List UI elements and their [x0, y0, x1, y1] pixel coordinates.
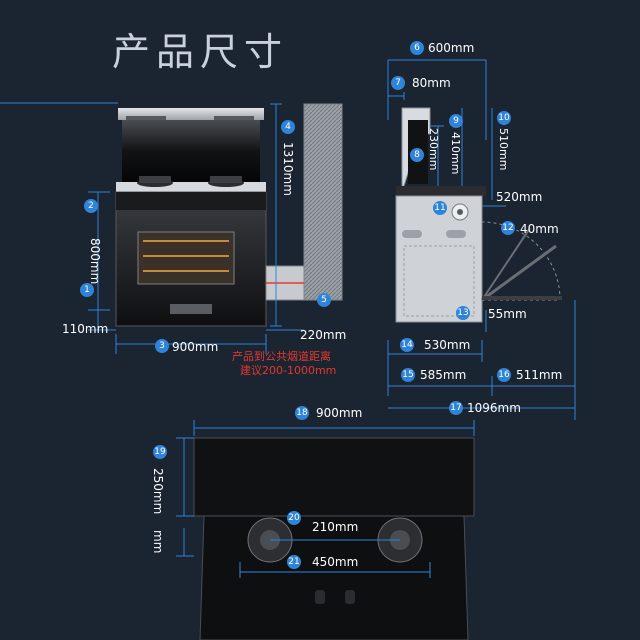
dim-17-label: 1096mm	[467, 401, 521, 415]
side-cabinet	[395, 195, 483, 323]
dim-14-label: 530mm	[424, 338, 470, 352]
badge-21: 21	[287, 555, 301, 569]
dim-21-label: 450mm	[312, 555, 358, 569]
dim-520-label: 520mm	[496, 190, 542, 204]
dim-18-label: 900mm	[316, 406, 362, 420]
svg-text:3: 3	[159, 341, 165, 351]
dim-2-label: 800mm	[88, 238, 102, 284]
badge-1: 1	[80, 283, 94, 297]
badge-16: 16	[497, 368, 511, 382]
dim-19b-label: mm	[151, 530, 165, 553]
badge-3: 3	[155, 339, 169, 353]
svg-text:6: 6	[414, 43, 420, 53]
front-dimension-lines	[0, 102, 304, 354]
dim-15-label: 585mm	[420, 368, 466, 382]
badge-6: 6	[410, 41, 424, 55]
front-view	[115, 108, 267, 327]
note-line-2: 建议200-1000mm	[240, 363, 336, 377]
dim-13-label: 55mm	[488, 307, 527, 321]
front-hood-panel	[122, 120, 260, 182]
side-hob	[396, 186, 486, 196]
top-view	[193, 437, 475, 640]
dim-7-label: 80mm	[412, 76, 451, 90]
svg-text:8: 8	[414, 150, 420, 160]
svg-text:21: 21	[288, 557, 299, 567]
badge-20: 20	[287, 511, 301, 525]
badge-7: 7	[391, 76, 405, 90]
badge-10: 10	[497, 111, 511, 125]
front-drawer-handle	[170, 304, 212, 314]
dim-6-label: 600mm	[428, 41, 474, 55]
badge-15: 15	[401, 368, 415, 382]
svg-text:16: 16	[498, 370, 510, 380]
badge-5: 5	[317, 293, 331, 307]
svg-text:17: 17	[450, 403, 461, 413]
badge-19: 19	[153, 445, 167, 459]
svg-text:5: 5	[321, 295, 327, 305]
svg-text:14: 14	[401, 340, 413, 350]
dim-8-label: 230mm	[427, 128, 440, 170]
badge-18: 18	[295, 406, 309, 420]
top-hood	[193, 437, 475, 517]
svg-text:18: 18	[296, 408, 308, 418]
svg-text:4: 4	[285, 122, 291, 132]
top-dimension-lines	[176, 420, 475, 578]
badge-2: 2	[84, 199, 98, 213]
badge-13: 13	[456, 306, 470, 320]
badge-14: 14	[400, 338, 414, 352]
page-title: 产品尺寸	[112, 30, 288, 74]
svg-text:7: 7	[395, 78, 401, 88]
flue-duct	[265, 103, 343, 301]
svg-text:13: 13	[457, 308, 468, 318]
badge-9: 9	[449, 114, 463, 128]
badge-17: 17	[449, 401, 463, 415]
dim-5-label: 220mm	[300, 328, 346, 342]
dim-19-label: 250mm	[151, 468, 165, 514]
side-view	[395, 107, 562, 323]
dim-9-label: 410mm	[449, 132, 462, 174]
note-line-1: 产品到公共烟道距离	[232, 349, 331, 363]
dim-3-label: 900mm	[172, 340, 218, 354]
svg-text:2: 2	[88, 201, 94, 211]
dim-12-label: 40mm	[520, 222, 559, 236]
svg-text:10: 10	[498, 113, 510, 123]
dim-4-label: 1310mm	[281, 142, 295, 196]
svg-text:9: 9	[453, 116, 459, 126]
badge-4: 4	[281, 120, 295, 134]
badge-12: 12	[501, 221, 515, 235]
dim-16-label: 511mm	[516, 368, 562, 382]
badge-8: 8	[410, 148, 424, 162]
svg-text:19: 19	[154, 447, 166, 457]
svg-text:12: 12	[502, 223, 513, 233]
front-hob	[116, 182, 266, 192]
badge-11: 11	[433, 201, 447, 215]
dim-10-label: 510mm	[497, 128, 510, 170]
dim-110-label: 110mm	[62, 322, 108, 336]
svg-text:20: 20	[288, 513, 300, 523]
side-dimension-lines	[387, 59, 576, 420]
svg-text:15: 15	[402, 370, 413, 380]
dim-20-label: 210mm	[312, 520, 358, 534]
front-oven-window	[137, 231, 235, 285]
svg-text:1: 1	[84, 285, 90, 295]
svg-text:11: 11	[434, 203, 445, 213]
